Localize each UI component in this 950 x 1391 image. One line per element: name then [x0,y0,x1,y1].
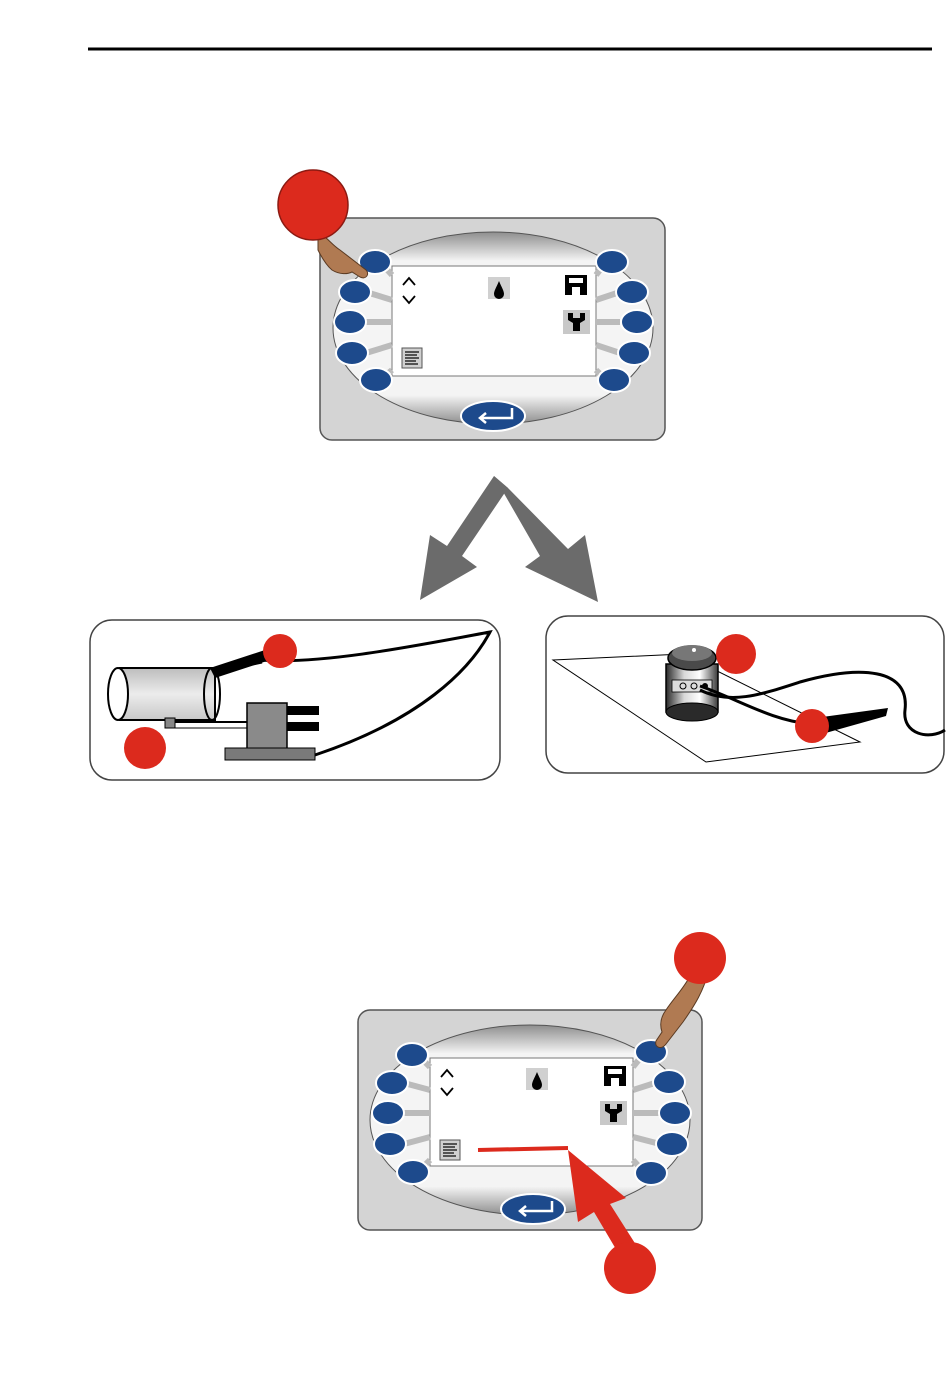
left-button-3[interactable] [372,1101,404,1125]
right-button-2[interactable] [653,1070,685,1094]
top-control-panel [278,170,665,440]
right-button-3[interactable] [659,1101,691,1125]
measurement-line [478,1148,568,1150]
left-scene-box [90,620,500,780]
wrench-icon [600,1101,627,1125]
enter-button[interactable] [461,401,525,431]
callout-marker [263,634,297,668]
right-button-4[interactable] [618,341,650,365]
enter-button[interactable] [501,1194,565,1224]
list-icon [440,1140,460,1160]
left-button-5[interactable] [360,368,392,392]
right-button-2[interactable] [616,280,648,304]
right-scene-box [546,616,945,773]
callout-marker [124,727,166,769]
left-button-4[interactable] [374,1132,406,1156]
left-button-5[interactable] [397,1160,429,1184]
bottom-control-panel [358,932,726,1294]
callout-marker [716,634,756,674]
arrow-down-left-icon [420,476,508,600]
right-button-3[interactable] [621,310,653,334]
left-button-2[interactable] [376,1071,408,1095]
right-button-4[interactable] [656,1132,688,1156]
save-icon [604,1066,626,1086]
callout-marker [674,932,726,984]
drop-icon [526,1068,548,1090]
left-button-1[interactable] [396,1043,428,1067]
left-button-2[interactable] [339,280,371,304]
arrow-down-right-icon [494,476,598,602]
callout-marker [795,709,829,743]
save-icon [565,275,587,295]
list-icon [402,348,422,368]
left-button-3[interactable] [334,310,366,334]
wrench-icon [563,310,590,334]
callout-marker [604,1242,656,1294]
callout-marker [278,170,348,240]
left-button-4[interactable] [336,341,368,365]
right-button-5[interactable] [635,1161,667,1185]
drop-icon [488,277,510,299]
right-button-1[interactable] [596,250,628,274]
right-button-5[interactable] [598,368,630,392]
fork-arrows [420,476,598,602]
